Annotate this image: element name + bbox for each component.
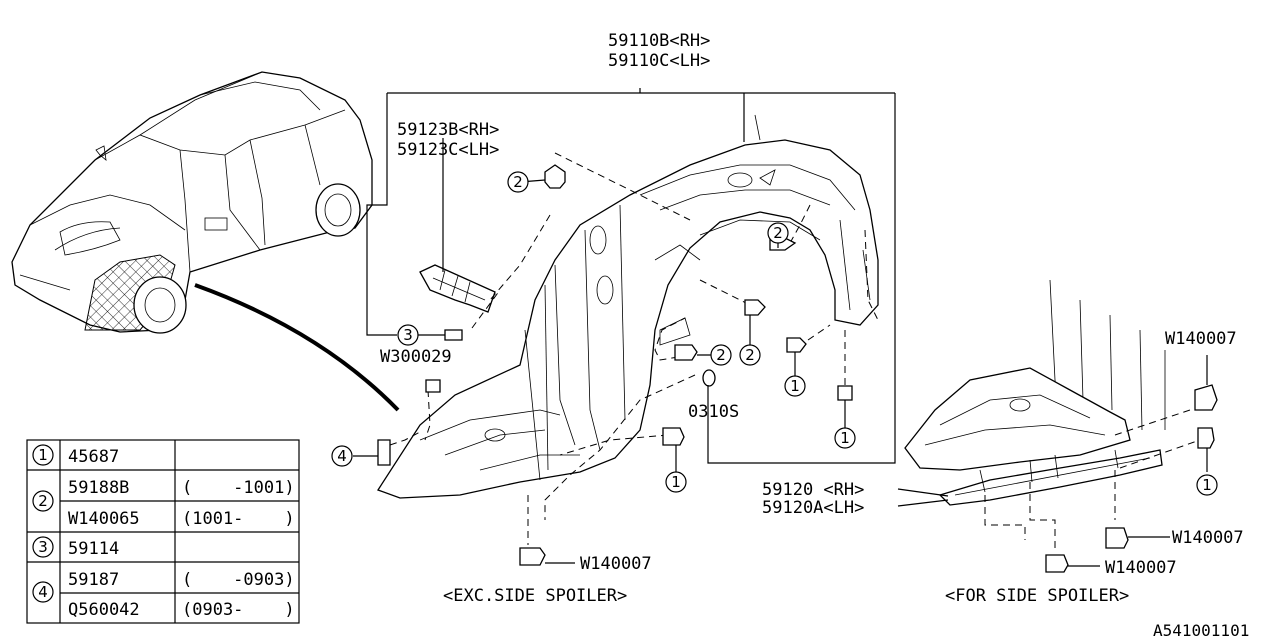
legend-key-3: 3 [32, 536, 54, 558]
svg-text:4: 4 [337, 447, 347, 465]
marker-1-c: 1 [665, 471, 687, 493]
drawing-id: A541001101 [1153, 621, 1249, 640]
caption-for-side-spoiler: <FOR SIDE SPOILER> [945, 586, 1129, 606]
svg-text:3: 3 [38, 538, 48, 556]
marker-4: 4 [331, 445, 353, 467]
svg-text:1: 1 [790, 377, 800, 395]
marker-2-a: 2 [507, 171, 529, 193]
svg-text:1: 1 [1202, 476, 1212, 494]
svg-text:2: 2 [716, 346, 726, 364]
fender-liner-assembly [377, 114, 879, 499]
svg-text:2: 2 [773, 224, 783, 242]
callout-fender-liner-lh: 59110C<LH> [608, 51, 710, 71]
legend-range-59187: ( -0903) [182, 570, 295, 590]
svg-text:1: 1 [38, 446, 48, 464]
leader-thick [194, 283, 400, 412]
marker-2-c: 2 [739, 344, 761, 366]
svg-text:1: 1 [671, 473, 681, 491]
marker-2-b: 2 [767, 222, 789, 244]
callout-labels: 59110B<RH> 59110C<LH> 59123B<RH> 59123C<… [380, 31, 1249, 640]
legend-key-1: 1 [32, 444, 54, 466]
marker-1-a: 1 [784, 375, 806, 397]
svg-text:4: 4 [38, 583, 48, 601]
sub-liner-part [419, 264, 496, 313]
callout-sub-liner-lh: 59123C<LH> [397, 140, 499, 160]
fasteners-left [377, 164, 853, 566]
legend-key-2: 2 [32, 490, 54, 512]
callout-sub-liner-rh: 59123B<RH> [397, 120, 499, 140]
legend-part-59114: 59114 [68, 539, 119, 559]
side-spoiler-assembly [904, 279, 1218, 573]
caption-exc-side-spoiler: <EXC.SIDE SPOILER> [443, 586, 627, 606]
callout-clip-w140007-bottom: W140007 [580, 554, 652, 574]
legend-key-4: 4 [32, 581, 54, 603]
car-illustration [11, 71, 373, 334]
marker-2-d: 2 [710, 344, 732, 366]
legend-table: 1 2 3 4 45687 59188B ( -1001) W140065 (1… [26, 439, 300, 624]
legend-part-59187: 59187 [68, 570, 119, 590]
svg-text:2: 2 [38, 492, 48, 510]
leaders-right [897, 355, 1208, 567]
callout-clip-w300029: W300029 [380, 347, 452, 367]
legend-part-59188b: 59188B [68, 478, 129, 498]
legend-part-w140065: W140065 [68, 509, 140, 529]
callout-spoiler-cover-rh: 59120 <RH> [762, 480, 864, 500]
callout-fender-liner-rh: 59110B<RH> [608, 31, 710, 51]
marker-1-d: 1 [1196, 474, 1218, 496]
marker-3: 3 [397, 324, 419, 346]
svg-text:2: 2 [745, 346, 755, 364]
callout-spoiler-w140007-top: W140007 [1165, 329, 1237, 349]
legend-range-59188b: ( -1001) [182, 478, 295, 498]
legend-range-q560042: (0903- ) [182, 600, 295, 620]
svg-text:1: 1 [840, 429, 850, 447]
callout-washer-0310s: 0310S [688, 402, 739, 422]
markers: 2 2 2 2 3 1 1 1 4 1 [331, 171, 1218, 496]
svg-text:2: 2 [513, 173, 523, 191]
marker-1-b: 1 [834, 427, 856, 449]
callout-spoiler-w140007-bottom: W140007 [1105, 558, 1177, 578]
callout-spoiler-w140007-mid: W140007 [1172, 528, 1244, 548]
callout-spoiler-cover-lh: 59120A<LH> [762, 498, 864, 518]
legend-part-45687: 45687 [68, 447, 119, 467]
svg-text:3: 3 [403, 326, 413, 344]
assembly-guides [389, 152, 879, 545]
legend-part-q560042: Q560042 [68, 600, 140, 620]
legend-range-w140065: (1001- ) [182, 509, 295, 529]
